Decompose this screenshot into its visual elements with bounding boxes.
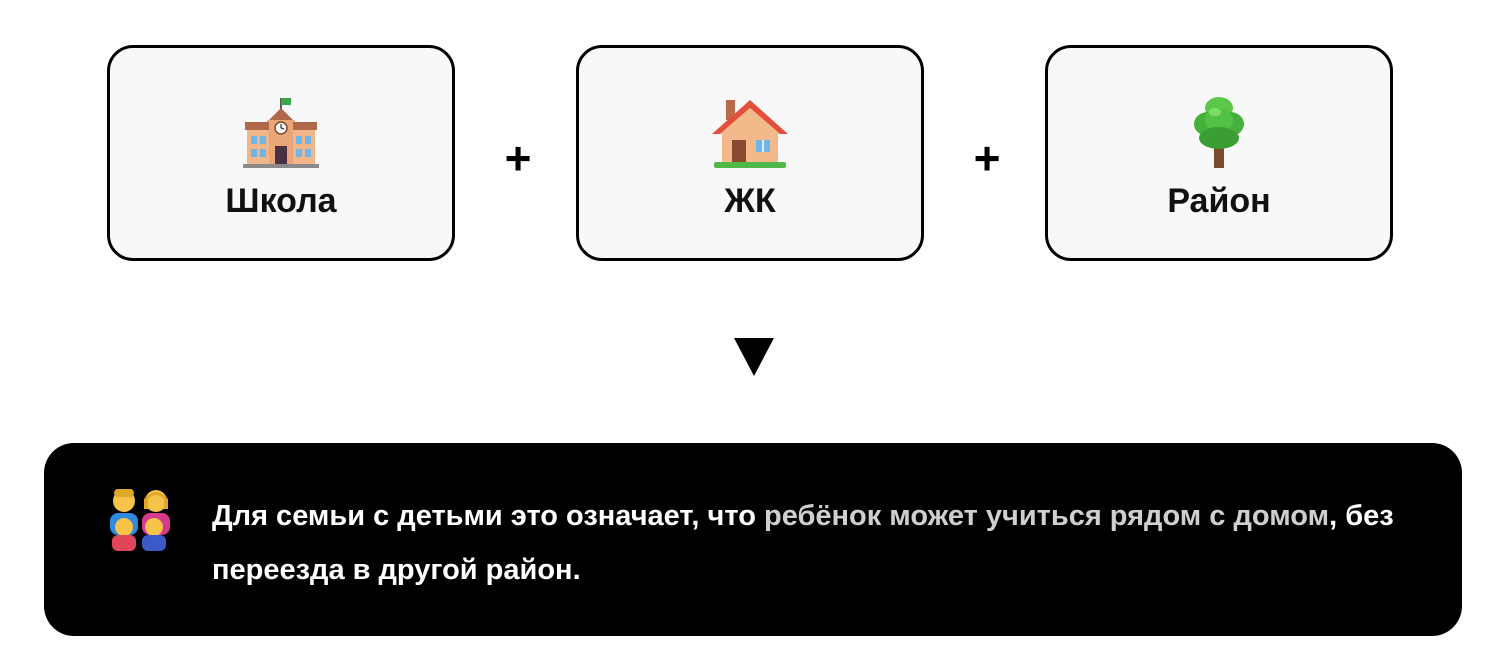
conclusion-text-end: , без переезда в другой район.	[212, 500, 1394, 586]
conclusion-text: Для семьи с детьми это означает, что реб…	[212, 489, 1412, 597]
down-triangle-icon	[734, 338, 774, 376]
conclusion-text-highlight: ребёнок может учиться рядом с домом	[763, 500, 1330, 532]
card-school: Школа	[107, 45, 455, 261]
tree-icon	[1179, 94, 1259, 170]
card-district: Район	[1045, 45, 1393, 261]
card-label: Район	[1167, 182, 1271, 220]
conclusion-note: Для семьи с детьми это означает, что реб…	[44, 443, 1462, 636]
plus-operator: +	[973, 132, 1001, 184]
card-label: Школа	[225, 182, 337, 220]
family-icon	[104, 485, 176, 553]
card-label: ЖК	[724, 182, 776, 220]
conclusion-text-start: Для семьи с детьми это означает, что	[212, 500, 764, 532]
house-icon	[710, 94, 790, 170]
card-residential-complex: ЖК	[576, 45, 924, 261]
plus-operator: +	[504, 132, 532, 184]
school-icon	[241, 94, 321, 170]
